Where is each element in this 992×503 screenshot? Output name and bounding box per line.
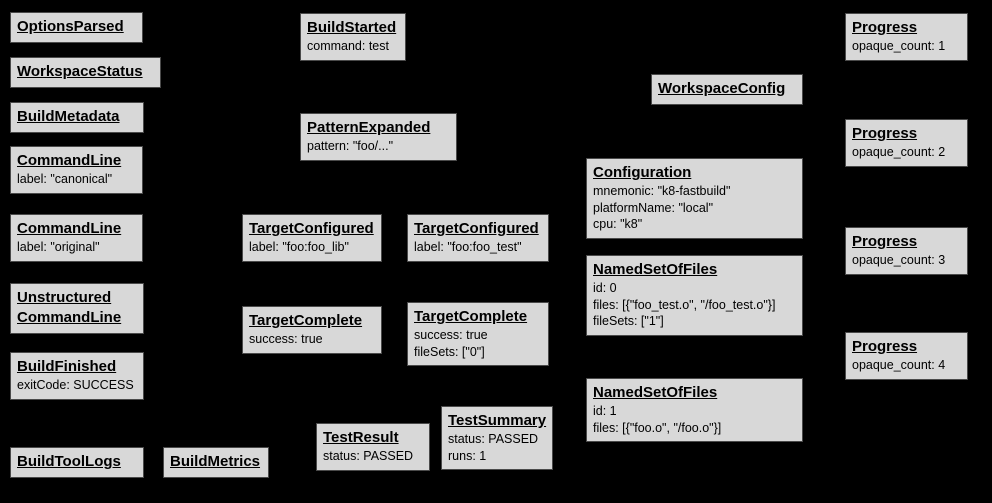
- node-progress-1: Progress opaque_count: 1: [845, 13, 968, 61]
- node-field: id: 1: [593, 404, 617, 418]
- node-progress-3: Progress opaque_count: 3: [845, 227, 968, 275]
- node-field: exitCode: SUCCESS: [17, 378, 134, 392]
- node-title: BuildToolLogs: [17, 453, 121, 470]
- node-title: OptionsParsed: [17, 18, 124, 35]
- node-title: BuildStarted: [307, 19, 397, 36]
- node-title: CommandLine: [17, 152, 122, 169]
- node-title: TestSummary: [448, 412, 547, 429]
- node-field: opaque_count: 1: [852, 39, 946, 53]
- node-field: files: [{"foo_test.o", "/foo_test.o"}]: [593, 297, 776, 312]
- node-field: command: test: [307, 39, 389, 53]
- node-field: opaque_count: 2: [852, 145, 946, 159]
- node-title: Progress: [852, 19, 918, 36]
- node-field: label: "original": [17, 240, 100, 254]
- node-optionsparsed: OptionsParsed: [10, 12, 143, 43]
- node-title: TargetComplete: [414, 308, 528, 325]
- node-title: TargetConfigured: [249, 220, 374, 237]
- node-targetcomplete-foo-test: TargetComplete success: true fileSets: […: [407, 302, 549, 366]
- node-progress-2: Progress opaque_count: 2: [845, 119, 968, 167]
- node-field: pattern: "foo/...": [307, 139, 394, 153]
- node-namedsetoffiles-0: NamedSetOfFiles id: 0 files: [{"foo_test…: [586, 255, 803, 336]
- node-workspacestatus: WorkspaceStatus: [10, 57, 161, 88]
- node-targetconfigured-foo-lib: TargetConfigured label: "foo:foo_lib": [242, 214, 382, 262]
- node-field: opaque_count: 3: [852, 253, 946, 267]
- node-field: files: [{"foo.o", "/foo.o"}]: [593, 420, 722, 435]
- node-buildstarted: BuildStarted command: test: [300, 13, 406, 61]
- node-field: platformName: "local": [593, 200, 714, 215]
- node-title: BuildMetadata: [17, 108, 120, 125]
- node-targetconfigured-foo-test: TargetConfigured label: "foo:foo_test": [407, 214, 549, 262]
- node-field: status: PASSED: [323, 449, 414, 463]
- node-progress-4: Progress opaque_count: 4: [845, 332, 968, 380]
- node-buildtoollogs: BuildToolLogs: [10, 447, 144, 478]
- node-buildmetrics: BuildMetrics: [163, 447, 269, 478]
- node-testsummary: TestSummary status: PASSED runs: 1: [441, 406, 554, 470]
- node-title: WorkspaceConfig: [658, 80, 786, 97]
- node-field: label: "canonical": [17, 172, 113, 186]
- node-unstructuredcommandline: Unstructured CommandLine: [10, 283, 144, 334]
- node-title: PatternExpanded: [307, 119, 431, 136]
- node-field: cpu: "k8": [593, 217, 643, 231]
- node-field: id: 0: [593, 281, 617, 295]
- node-title: Progress: [852, 233, 918, 250]
- node-title: BuildMetrics: [170, 453, 261, 470]
- node-buildmetadata: BuildMetadata: [10, 102, 144, 133]
- node-title: CommandLine: [17, 220, 122, 237]
- node-workspaceconfig: WorkspaceConfig: [651, 74, 803, 105]
- node-title: NamedSetOfFiles: [593, 384, 718, 401]
- node-title: Unstructured CommandLine: [17, 289, 122, 326]
- node-namedsetoffiles-1: NamedSetOfFiles id: 1 files: [{"foo.o", …: [586, 378, 803, 442]
- node-configuration: Configuration mnemonic: "k8-fastbuild" p…: [586, 158, 803, 239]
- node-field: mnemonic: "k8-fastbuild": [593, 184, 731, 198]
- node-targetcomplete-foo-lib: TargetComplete success: true: [242, 306, 382, 354]
- node-title: Progress: [852, 338, 918, 355]
- node-field: label: "foo:foo_lib": [249, 240, 349, 254]
- node-title: TargetConfigured: [414, 220, 539, 237]
- node-buildfinished: BuildFinished exitCode: SUCCESS: [10, 352, 144, 400]
- node-field: success: true: [249, 332, 323, 346]
- node-testresult: TestResult status: PASSED: [316, 423, 430, 471]
- node-title: Configuration: [593, 164, 692, 181]
- node-title: WorkspaceStatus: [17, 63, 143, 80]
- node-patternexpanded: PatternExpanded pattern: "foo/...": [300, 113, 457, 161]
- node-field: success: true: [414, 328, 488, 342]
- node-title: TargetComplete: [249, 312, 363, 329]
- node-title: BuildFinished: [17, 358, 117, 375]
- node-field: fileSets: ["1"]: [593, 314, 664, 328]
- node-field: label: "foo:foo_test": [414, 240, 522, 254]
- node-commandline-original: CommandLine label: "original": [10, 214, 143, 262]
- node-commandline-canonical: CommandLine label: "canonical": [10, 146, 143, 194]
- node-title: NamedSetOfFiles: [593, 261, 718, 278]
- node-field: opaque_count: 4: [852, 358, 946, 372]
- node-field: runs: 1: [448, 448, 487, 463]
- node-field: fileSets: ["0"]: [414, 344, 485, 359]
- node-title: TestResult: [323, 429, 399, 446]
- node-title: Progress: [852, 125, 918, 142]
- node-field: status: PASSED: [448, 432, 539, 446]
